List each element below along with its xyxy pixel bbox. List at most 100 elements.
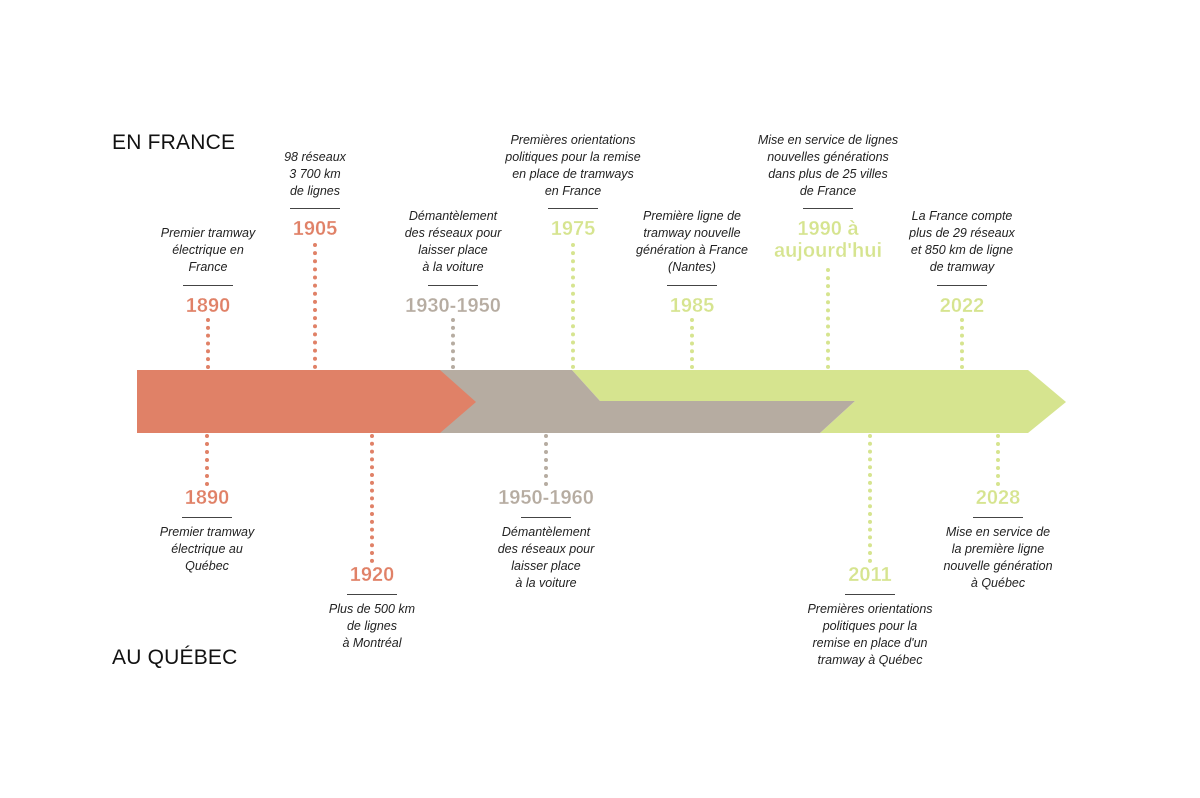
france-event-4-year: 1985 xyxy=(669,295,715,317)
france-event-4-description-line: (Nantes) xyxy=(668,260,716,274)
france-event-0-year: 1890 xyxy=(185,295,231,317)
france-event-1-description-line: 98 réseaux xyxy=(284,150,346,164)
france-event-0-connector xyxy=(206,318,210,369)
quebec-event-4-year: 2028 xyxy=(975,487,1021,509)
france-event-6-description-line: de tramway xyxy=(929,260,995,274)
france-event-3-description: Premières orientations politiques pour la… xyxy=(483,132,663,200)
france-event-5-description-line: Mise en service de lignes xyxy=(757,133,899,147)
quebec-event-4-connector xyxy=(996,434,1000,486)
france-event-3-description-line: en France xyxy=(544,184,602,198)
france-event-0-rule xyxy=(183,285,233,286)
quebec-event-0-description-line: Québec xyxy=(185,559,229,573)
france-event-2-rule xyxy=(428,285,478,286)
quebec-event-2-year: 1950-1960 xyxy=(498,487,594,509)
quebec-event-1-description-line: Plus de 500 km xyxy=(328,602,416,616)
quebec-event-2-description-line: Démantèlement xyxy=(501,525,591,539)
france-event-4-description-line: génération à France xyxy=(636,243,748,257)
france-event-6-description-line: plus de 29 réseaux xyxy=(909,226,1015,240)
arrow-green xyxy=(572,370,1066,433)
quebec-event-3-description-line: politiques pour la xyxy=(822,619,918,633)
quebec-event-3-description: Premières orientations politiques pour la… xyxy=(780,601,960,669)
france-event-1-year: 1905 xyxy=(292,218,338,240)
heading-france: EN FRANCE xyxy=(112,131,236,154)
france-event-4-connector xyxy=(690,318,694,369)
heading-quebec: AU QUÉBEC xyxy=(112,646,238,669)
france-event-2-description: Démantèlement des réseaux pour laisser pla… xyxy=(363,208,543,276)
quebec-event-3-description-line: remise en place d'un xyxy=(812,636,928,650)
france-event-5-rule xyxy=(803,208,853,209)
france-event-1-connector xyxy=(313,243,317,369)
france-event-2-year: 1930-1950 xyxy=(405,295,501,317)
france-event-2-description-line: à la voiture xyxy=(422,260,484,274)
france-event-5-description-line: de France xyxy=(799,184,857,198)
quebec-event-2-description-line: à la voiture xyxy=(515,576,577,590)
arrow-gray xyxy=(440,370,855,433)
france-event-5-year-line: 1990 à xyxy=(797,218,859,240)
france-event-6-rule xyxy=(937,285,987,286)
quebec-event-2-rule xyxy=(521,517,571,518)
quebec-event-4-description-line: Mise en service de xyxy=(945,525,1051,539)
quebec-event-0-rule xyxy=(182,517,232,518)
quebec-event-3-description-line: tramway à Québec xyxy=(817,653,923,667)
france-event-3-connector xyxy=(571,243,575,369)
france-event-4-description-line: tramway nouvelle xyxy=(643,226,741,240)
france-event-3-rule xyxy=(548,208,598,209)
france-event-6-description-line: La France compte xyxy=(911,209,1013,223)
france-event-5-connector xyxy=(826,268,830,369)
france-event-2-connector xyxy=(451,318,455,369)
france-event-3-description-line: politiques pour la remise xyxy=(505,150,641,164)
france-event-5-description-line: nouvelles générations xyxy=(767,150,889,164)
france-event-1-rule xyxy=(290,208,340,209)
france-event-3-description-line: Premières orientations xyxy=(510,133,636,147)
france-event-1-description: 98 réseaux 3 700 km de lignes xyxy=(225,149,405,200)
quebec-event-4-description-line: à Québec xyxy=(970,576,1026,590)
france-event-2-description-line: des réseaux pour xyxy=(404,226,502,240)
france-event-3-year: 1975 xyxy=(550,218,596,240)
quebec-event-0-description: Premier tramway électrique au Québec xyxy=(117,524,297,575)
france-event-5-year-line: aujourd'hui xyxy=(773,240,883,262)
quebec-event-4-description-line: nouvelle génération xyxy=(943,559,1053,573)
arrow-orange xyxy=(137,370,476,433)
france-event-6-year: 2022 xyxy=(939,295,985,317)
quebec-event-1-description-line: à Montréal xyxy=(342,636,402,650)
quebec-event-1-description: Plus de 500 km de lignes à Montréal xyxy=(282,601,462,652)
france-event-4-description-line: Première ligne de xyxy=(643,209,741,223)
quebec-event-4-rule xyxy=(973,517,1023,518)
quebec-event-0-year: 1890 xyxy=(184,487,230,509)
quebec-event-1-rule xyxy=(347,594,397,595)
france-event-6-connector xyxy=(960,318,964,369)
france-event-6-description-line: et 850 km de ligne xyxy=(910,243,1014,257)
france-event-0-description-line: Premier tramway xyxy=(160,226,256,240)
quebec-event-2-description-line: laisser place xyxy=(511,559,581,573)
france-event-0-description-line: France xyxy=(188,260,228,274)
quebec-event-4-description-line: la première ligne xyxy=(951,542,1045,556)
quebec-event-3-description-line: Premières orientations xyxy=(807,602,933,616)
quebec-event-2-connector xyxy=(544,434,548,486)
quebec-event-0-description-line: électrique au xyxy=(171,542,243,556)
france-event-1-description-line: de lignes xyxy=(289,184,341,198)
france-event-2-description-line: laisser place xyxy=(418,243,488,257)
france-event-2-description-line: Démantèlement xyxy=(408,209,498,223)
quebec-event-2-description: Démantèlement des réseaux pour laisser pla… xyxy=(456,524,636,592)
france-event-0-description-line: électrique en xyxy=(172,243,244,257)
france-event-5-description-line: dans plus de 25 villes xyxy=(768,167,888,181)
quebec-event-3-connector xyxy=(868,434,872,563)
quebec-event-3-year: 2011 xyxy=(848,564,892,586)
france-event-0-description: Premier tramway électrique en France xyxy=(118,225,298,276)
quebec-event-1-connector xyxy=(370,434,374,563)
quebec-event-1-description-line: de lignes xyxy=(346,619,398,633)
france-event-3-description-line: en place de tramways xyxy=(512,167,634,181)
quebec-event-1-year: 1920 xyxy=(349,564,395,586)
quebec-event-0-connector xyxy=(205,434,209,486)
quebec-event-2-description-line: des réseaux pour xyxy=(497,542,595,556)
quebec-event-0-description-line: Premier tramway xyxy=(159,525,255,539)
france-event-4-rule xyxy=(667,285,717,286)
france-event-5-description: Mise en service de lignes nouvelles génér… xyxy=(738,132,918,200)
france-event-1-description-line: 3 700 km xyxy=(289,167,341,181)
france-event-4-description: Première ligne de tramway nouvelle générat… xyxy=(602,208,782,276)
france-event-6-description: La France compte plus de 29 réseaux et 850… xyxy=(872,208,1052,276)
quebec-event-3-rule xyxy=(845,594,895,595)
quebec-event-4-description: Mise en service de la première ligne nouve… xyxy=(908,524,1088,592)
